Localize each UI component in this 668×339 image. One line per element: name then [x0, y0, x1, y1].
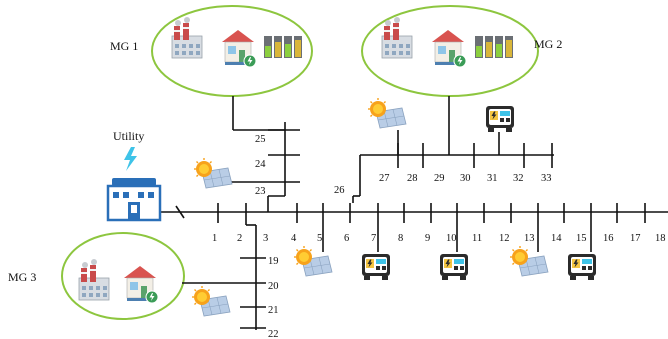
factory-icon — [78, 258, 110, 301]
bus-label: 19 — [268, 256, 279, 267]
diesel-generator-icon — [568, 254, 596, 280]
mg2-label: MG 2 — [534, 37, 562, 51]
breaker-switch-icon — [175, 205, 185, 219]
bus-label: 20 — [268, 281, 279, 292]
factory-icon — [171, 16, 203, 59]
bus-label: 6 — [344, 233, 349, 244]
bus-label: 17 — [630, 233, 641, 244]
bus-label: 16 — [603, 233, 614, 244]
utility-building-icon — [106, 178, 162, 222]
house-icon — [431, 29, 467, 68]
solar-panel-icon — [193, 157, 233, 189]
battery-icon — [475, 36, 513, 58]
bus-label: 2 — [237, 233, 242, 244]
house-icon — [123, 265, 159, 304]
mg3-label: MG 3 — [8, 270, 36, 284]
diesel-generator-icon — [440, 254, 468, 280]
upper-lateral-labels: 23 24 25 — [255, 134, 266, 197]
bus-label: 9 — [425, 233, 430, 244]
bus-label: 22 — [268, 329, 279, 339]
right-lateral-ticks — [397, 130, 553, 168]
bus-label: 25 — [255, 134, 266, 145]
mg1-ring — [151, 5, 313, 97]
main-feeder-ticks — [217, 203, 646, 252]
bus-label: 23 — [255, 186, 266, 197]
bus-label: 13 — [524, 233, 535, 244]
bus-label: 29 — [434, 173, 445, 184]
mg2-ring — [361, 5, 539, 97]
bus-label: 30 — [460, 173, 471, 184]
bus-label: 24 — [255, 159, 266, 170]
bus-label: 12 — [499, 233, 510, 244]
bus-label: 10 — [446, 233, 457, 244]
bus-label: 8 — [398, 233, 403, 244]
bus-label: 3 — [263, 233, 268, 244]
bus-label: 15 — [576, 233, 587, 244]
bus-label: 4 — [291, 233, 297, 244]
utility-label: Utility — [113, 129, 144, 143]
solar-panel-icon — [293, 245, 333, 277]
bus-label: 11 — [472, 233, 482, 244]
bus-label: 18 — [655, 233, 666, 244]
right-lateral-labels: 26 27 28 29 30 31 32 33 — [334, 173, 552, 196]
bus-label: 14 — [551, 233, 562, 244]
diesel-generator-icon — [486, 106, 514, 132]
bus-label: 26 — [334, 185, 345, 196]
bus-label: 28 — [407, 173, 418, 184]
solar-panel-icon — [367, 97, 407, 129]
solar-panel-icon — [509, 245, 549, 277]
factory-icon — [381, 16, 413, 59]
bus-label: 21 — [268, 305, 279, 316]
mg1-label: MG 1 — [110, 39, 138, 53]
main-bus-labels: 1 2 3 4 5 6 7 8 9 10 11 12 13 14 15 16 1… — [212, 233, 666, 244]
mg3-ring — [61, 232, 185, 320]
bus-label: 7 — [371, 233, 376, 244]
lower-lateral-labels: 19 20 21 22 — [268, 256, 279, 339]
house-icon — [221, 29, 257, 68]
battery-icon — [264, 36, 302, 58]
diesel-generator-icon — [362, 254, 390, 280]
bus-label: 33 — [541, 173, 552, 184]
bus-label: 5 — [317, 233, 322, 244]
bus-label: 31 — [487, 173, 498, 184]
bus-label: 32 — [513, 173, 524, 184]
solar-panel-icon — [191, 285, 231, 317]
bus-label: 1 — [212, 233, 217, 244]
lightning-icon — [124, 147, 137, 171]
bus-label: 27 — [379, 173, 390, 184]
